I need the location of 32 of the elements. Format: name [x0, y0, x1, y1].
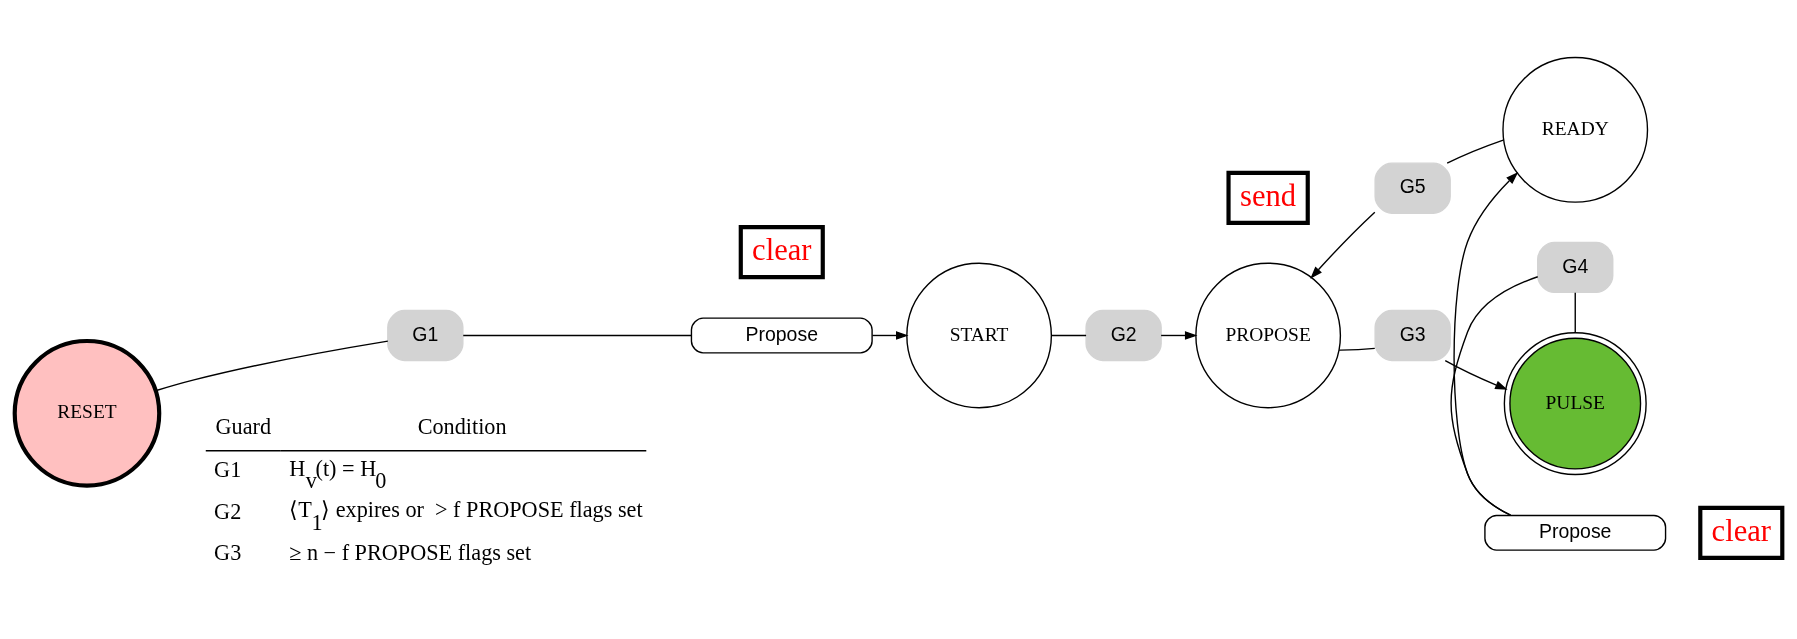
- label: Guard: [215, 413, 272, 439]
- node-box: send: [1226, 170, 1310, 225]
- node-box: Propose: [1484, 514, 1667, 551]
- node-circle: RESET: [12, 338, 162, 488]
- node-box: G2: [1085, 309, 1162, 362]
- node-box: G1: [387, 309, 464, 362]
- label: ≥ n − f PROPOSE flags set: [289, 540, 532, 566]
- node-circle: START: [906, 262, 1053, 409]
- arrow: [1444, 359, 1508, 390]
- label: G2: [214, 498, 242, 524]
- connector: [1450, 276, 1539, 516]
- node-circle: PROPOSE: [1195, 262, 1342, 409]
- connector: [1446, 139, 1504, 164]
- node-circle: PULSE: [1503, 332, 1647, 476]
- node-circle: READY: [1502, 56, 1649, 203]
- node-box: clear: [1698, 505, 1785, 560]
- node-box: G5: [1374, 162, 1451, 214]
- label: G3: [214, 540, 242, 566]
- connector: [154, 340, 389, 392]
- label: G1: [214, 456, 242, 482]
- node-box: G4: [1537, 241, 1614, 294]
- label: Condition: [417, 413, 507, 439]
- arrow: [871, 331, 909, 340]
- connector: [1050, 334, 1087, 337]
- connector: [462, 334, 693, 337]
- connector: [1574, 292, 1576, 333]
- node-box: G3: [1374, 309, 1451, 362]
- arrow: [1310, 211, 1376, 279]
- arrow: [1160, 331, 1198, 340]
- connector: [1338, 347, 1376, 351]
- node-box: clear: [738, 225, 825, 280]
- node-box: Propose: [690, 317, 873, 354]
